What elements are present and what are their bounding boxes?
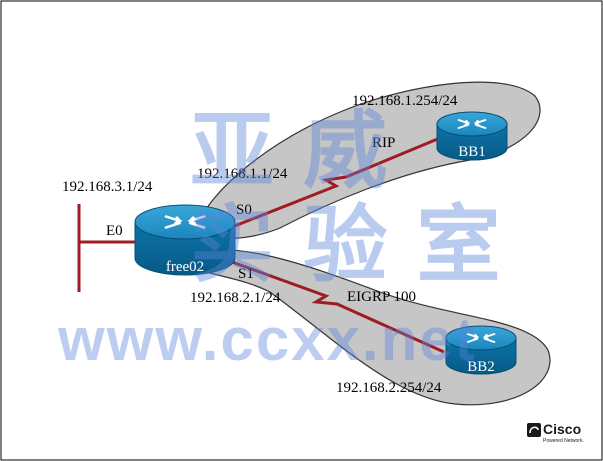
watermark-line2: 实 验 室 [190,196,501,294]
router-bb1[interactable]: BB1 [436,111,508,161]
e0-interface-label: E0 [106,223,123,239]
router-free02-label: free02 [166,259,204,275]
watermark-url: www.ccxx.net [57,306,477,373]
router-bb2[interactable]: BB2 [445,325,517,375]
rip-protocol-label: RIP [372,135,395,151]
bb1-address-label: 192.168.1.254/24 [352,93,458,109]
e0-address-label: 192.168.3.1/24 [62,179,153,195]
bb2-address-label: 192.168.2.254/24 [336,380,442,396]
cisco-logo-tagline: Powered Network. [543,438,584,444]
cisco-logo: Cisco Powered Network. [527,421,584,444]
serial-link-s0 [231,136,441,229]
router-bb2-label: BB2 [467,359,495,375]
watermark-line1: 亚 威 [190,102,387,200]
serial-link-s1 [231,260,445,354]
router-bb1-label: BB1 [458,144,486,160]
s1-address-label: 192.168.2.1/24 [190,290,281,306]
router-free02[interactable]: free02 [134,204,236,276]
s1-interface-label: S1 [238,266,254,282]
s0-address-label: 192.168.1.1/24 [197,166,288,182]
s0-interface-label: S0 [236,202,252,218]
eigrp-protocol-label: EIGRP 100 [347,289,416,305]
cisco-logo-text: Cisco [543,421,581,437]
